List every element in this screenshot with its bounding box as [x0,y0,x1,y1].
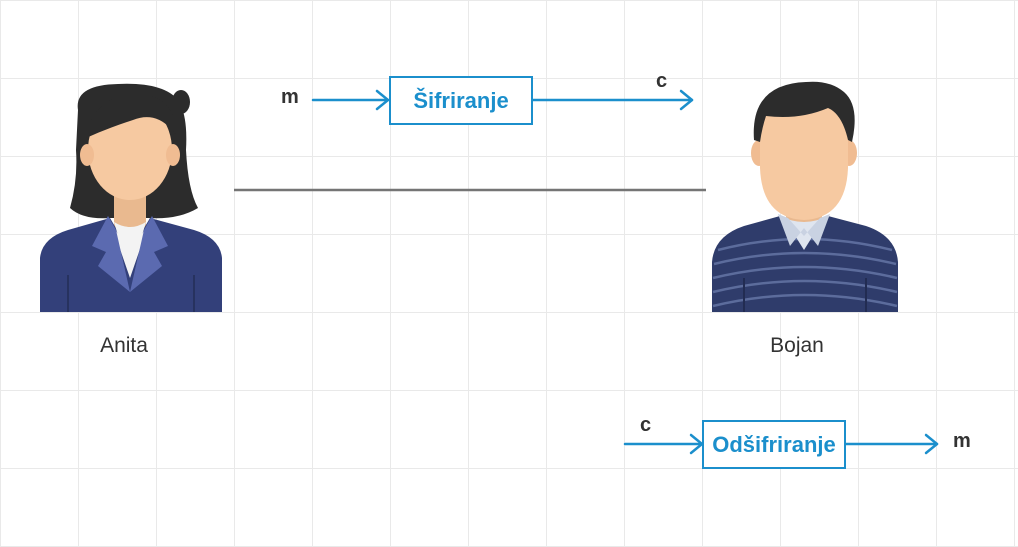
sender-avatar [38,80,224,314]
receiver-name: Bojan [770,334,824,357]
decryption-input-arrow [623,433,704,455]
man-avatar-icon [712,81,898,312]
sender-name: Anita [100,334,148,357]
encryption-output-arrow [530,89,694,111]
decryption-box: Odšifriranje [702,420,846,469]
decryption-output-arrow [843,433,939,455]
encryption-output-label: c [656,70,668,92]
receiver-avatar [710,78,900,314]
encryption-input-label: m [281,86,299,108]
encryption-box: Šifriranje [389,76,533,125]
woman-avatar-icon [40,83,222,312]
decryption-input-label: c [640,414,652,436]
encryption-input-arrow [311,89,390,111]
decryption-output-label: m [953,430,971,452]
